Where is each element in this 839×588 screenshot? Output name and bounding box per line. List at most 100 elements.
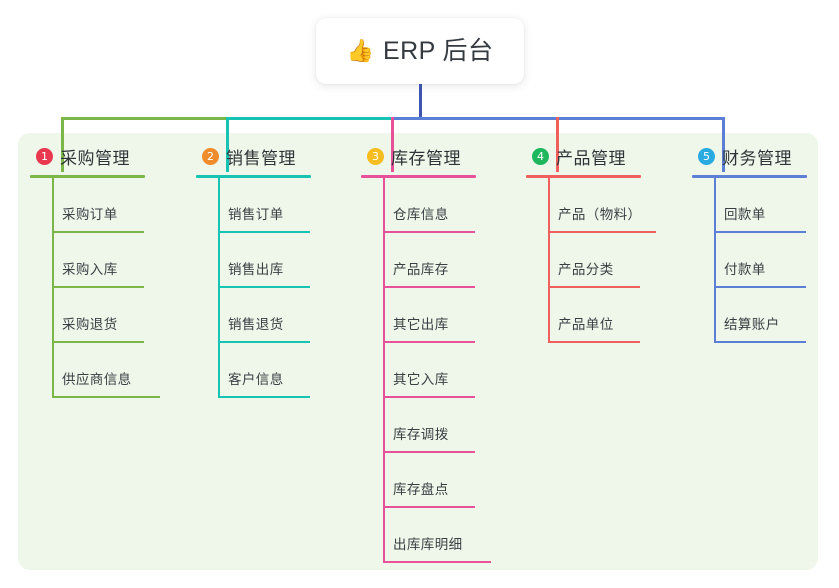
branch-header-rule-1: [30, 175, 145, 178]
branch-header-4[interactable]: 4 产品管理: [526, 143, 691, 169]
leaf-label: 付款单: [724, 262, 766, 277]
leaf-label: 销售退货: [228, 317, 284, 332]
branch-title-4: 产品管理: [556, 148, 626, 168]
branch-title-2: 销售管理: [226, 148, 296, 168]
leaf-underline: [548, 286, 640, 288]
leaf-underline: [383, 341, 475, 343]
branch-drop-1: [61, 117, 64, 172]
leaf-label: 仓库信息: [393, 207, 449, 222]
leaf-label: 销售订单: [228, 207, 284, 222]
branch-drop-3: [391, 117, 394, 172]
leaf-item[interactable]: 付款单: [714, 233, 839, 288]
leaf-underline: [383, 286, 475, 288]
branch-column-5: 5 财务管理回款单付款单结算账户: [692, 143, 839, 343]
branch-spine-4: [548, 178, 550, 343]
diagram-panel-background: [18, 133, 818, 570]
leaf-label: 产品单位: [558, 317, 614, 332]
leaf-label: 客户信息: [228, 372, 284, 387]
leaf-underline: [383, 506, 475, 508]
leaf-label: 采购入库: [62, 262, 118, 277]
branch-column-1: 1 采购管理采购订单采购入库采购退货供应商信息: [30, 143, 195, 398]
leaf-item[interactable]: 结算账户: [714, 288, 839, 343]
branch-drop-2: [226, 117, 229, 172]
leaf-underline: [218, 231, 310, 233]
leaf-underline: [548, 231, 656, 233]
leaf-underline: [383, 231, 475, 233]
leaf-label: 回款单: [724, 207, 766, 222]
branch-leaf-list-2: 销售订单销售出库销售退货客户信息: [196, 178, 361, 398]
leaf-label: 结算账户: [724, 317, 780, 332]
branch-spine-5: [714, 178, 716, 343]
leaf-underline: [52, 396, 160, 398]
branch-leaf-list-1: 采购订单采购入库采购退货供应商信息: [30, 178, 195, 398]
leaf-item[interactable]: 产品（物料）: [548, 178, 691, 233]
branch-badge-2: 2: [202, 147, 219, 165]
branch-leaf-list-3: 仓库信息产品库存其它出库其它入库库存调拨库存盘点出库库明细: [361, 178, 526, 563]
leaf-underline: [218, 286, 310, 288]
branch-badge-5: 5: [698, 147, 715, 165]
branch-column-2: 2 销售管理销售订单销售出库销售退货客户信息: [196, 143, 361, 398]
leaf-underline: [52, 231, 144, 233]
leaf-label: 销售出库: [228, 262, 284, 277]
branch-header-rule-2: [196, 175, 311, 178]
branch-spine-1: [52, 178, 54, 398]
leaf-item[interactable]: 销售退货: [218, 288, 361, 343]
branch-header-1[interactable]: 1 采购管理: [30, 143, 195, 169]
leaf-underline: [548, 341, 640, 343]
leaf-label: 其它出库: [393, 317, 449, 332]
leaf-underline: [383, 451, 475, 453]
leaf-label: 库存盘点: [393, 482, 449, 497]
branch-title-5: 财务管理: [722, 148, 792, 168]
leaf-item[interactable]: 销售出库: [218, 233, 361, 288]
branch-spine-2: [218, 178, 220, 398]
leaf-item[interactable]: 出库库明细: [383, 508, 526, 563]
leaf-item[interactable]: 回款单: [714, 178, 839, 233]
branch-header-5[interactable]: 5 财务管理: [692, 143, 839, 169]
branch-leaf-list-4: 产品（物料） 产品分类产品单位: [526, 178, 691, 343]
leaf-label: 采购退货: [62, 317, 118, 332]
leaf-item[interactable]: 库存盘点: [383, 453, 526, 508]
leaf-underline: [383, 396, 475, 398]
leaf-item[interactable]: 采购入库: [52, 233, 195, 288]
branch-leaf-list-5: 回款单付款单结算账户: [692, 178, 839, 343]
leaf-label: 产品（物料）: [558, 207, 642, 222]
root-node-card[interactable]: 👍 ERP 后台: [316, 18, 524, 84]
leaf-item[interactable]: 客户信息: [218, 343, 361, 398]
leaf-item[interactable]: 销售订单: [218, 178, 361, 233]
branch-header-rule-4: [526, 175, 641, 178]
leaf-item[interactable]: 仓库信息: [383, 178, 526, 233]
leaf-underline: [218, 396, 310, 398]
leaf-label: 供应商信息: [62, 372, 132, 387]
leaf-label: 产品库存: [393, 262, 449, 277]
branch-column-4: 4 产品管理产品（物料） 产品分类产品单位: [526, 143, 691, 343]
branch-header-rule-3: [361, 175, 476, 178]
leaf-underline: [218, 341, 310, 343]
bus-segment-2: [226, 117, 391, 120]
branch-title-1: 采购管理: [60, 148, 130, 168]
leaf-item[interactable]: 产品分类: [548, 233, 691, 288]
leaf-item[interactable]: 产品单位: [548, 288, 691, 343]
leaf-item[interactable]: 库存调拨: [383, 398, 526, 453]
leaf-label: 采购订单: [62, 207, 118, 222]
root-node-title: ERP 后台: [383, 36, 494, 65]
trunk-vertical-line: [419, 84, 422, 120]
leaf-item[interactable]: 采购订单: [52, 178, 195, 233]
branch-badge-3: 3: [367, 147, 384, 165]
leaf-item[interactable]: 其它入库: [383, 343, 526, 398]
branch-badge-1: 1: [36, 147, 53, 165]
leaf-label: 库存调拨: [393, 427, 449, 442]
leaf-underline: [714, 286, 806, 288]
branch-spine-3: [383, 178, 385, 563]
leaf-item[interactable]: 供应商信息: [52, 343, 195, 398]
leaf-item[interactable]: 产品库存: [383, 233, 526, 288]
leaf-item[interactable]: 采购退货: [52, 288, 195, 343]
branch-badge-4: 4: [532, 147, 549, 165]
leaf-label: 出库库明细: [393, 537, 463, 552]
leaf-underline: [52, 341, 144, 343]
leaf-item[interactable]: 其它出库: [383, 288, 526, 343]
branch-header-2[interactable]: 2 销售管理: [196, 143, 361, 169]
leaf-underline: [714, 231, 806, 233]
bus-segment-1: [61, 117, 226, 120]
